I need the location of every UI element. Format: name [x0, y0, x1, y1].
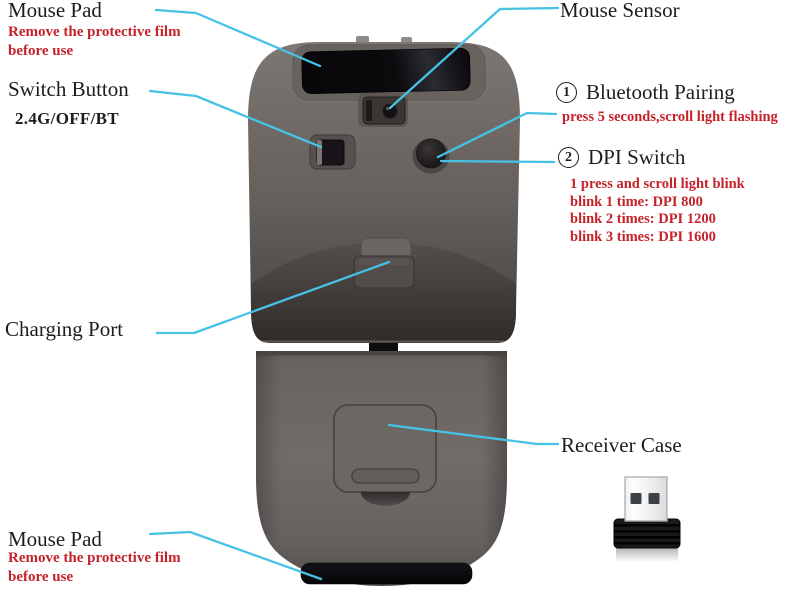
mode-switch — [309, 134, 356, 170]
dongle-reflection — [616, 548, 678, 561]
note-line: blink 1 time: DPI 800 — [570, 193, 703, 210]
note-dpi-switch: 1 press and scroll light blink blink 1 t… — [570, 176, 745, 246]
note-line: blink 2 times: DPI 1200 — [570, 211, 716, 227]
dpi-button — [412, 138, 450, 174]
fold-hinge-connector — [369, 343, 398, 352]
label-switch-modes: 2.4G/OFF/BT — [15, 109, 119, 128]
callout-line-mouse-sensor — [388, 6, 560, 110]
label-mouse-pad-top: Mouse Pad — [8, 0, 102, 22]
label-mouse-sensor: Mouse Sensor — [560, 0, 680, 22]
callout-line-bluetooth-pairing — [436, 111, 558, 159]
note-line: Remove the protective film — [8, 550, 181, 566]
sensor-lens-glint — [385, 106, 390, 111]
callout-line-dpi-switch — [439, 159, 556, 164]
mouse-upper-shell — [248, 36, 520, 343]
dongle-ribs — [614, 524, 680, 545]
label-charging-port: Charging Port — [5, 317, 124, 341]
callout-line-receiver-case — [387, 423, 560, 446]
note-line: 1 press and scroll light blink — [570, 176, 745, 192]
label-dpi-switch: 2 DPI Switch — [558, 147, 685, 168]
usb-plug-hole — [648, 493, 660, 504]
label-bluetooth-pairing: 1 Bluetooth Pairing — [556, 82, 735, 103]
note-bluetooth-pairing: press 5 seconds,scroll light flashing — [562, 109, 778, 125]
thumb-notch — [361, 492, 410, 507]
circled-number-1: 1 — [556, 82, 577, 103]
callout-line-switch-button — [148, 89, 323, 149]
glide-pad-top — [301, 48, 471, 94]
receiver-case-slot — [351, 468, 420, 484]
mouse-lower-shell — [256, 351, 507, 586]
sensor-lens — [382, 103, 398, 119]
dpi-switch-title: DPI Switch — [588, 145, 686, 169]
label-receiver-case: Receiver Case — [561, 433, 682, 457]
label-mouse-pad-bottom: Mouse Pad — [8, 527, 102, 551]
sensor-slot — [366, 100, 372, 121]
receiver-case — [333, 404, 437, 507]
callout-line-charging-port — [155, 260, 391, 335]
charging-port-inner — [358, 259, 410, 265]
note-line: before use — [8, 43, 74, 59]
usb-receiver-icon — [613, 476, 681, 561]
switch-knob-edge — [317, 140, 322, 165]
note-line: before use — [8, 569, 74, 585]
charging-port — [353, 237, 415, 289]
callout-line-mouse-pad-top — [154, 8, 322, 68]
usb-plug-hole — [630, 493, 642, 504]
note-line: Remove the protective film — [8, 24, 181, 40]
glide-pad-bottom — [300, 562, 473, 585]
bluetooth-pairing-title: Bluetooth Pairing — [586, 80, 735, 104]
lower-top-seam — [256, 351, 507, 356]
dpi-button-cap — [416, 138, 446, 169]
circled-number-2: 2 — [558, 147, 579, 168]
upper-shade-arch — [251, 243, 516, 343]
note-mouse-pad-bottom: Remove the protective film before use — [8, 549, 181, 587]
label-switch-button: Switch Button — [8, 77, 129, 101]
note-line: blink 3 times: DPI 1600 — [570, 228, 716, 245]
callout-lines — [148, 6, 560, 581]
callout-line-mouse-pad-bottom — [148, 530, 323, 581]
note-mouse-pad-top: Remove the protective film before use — [8, 23, 181, 61]
